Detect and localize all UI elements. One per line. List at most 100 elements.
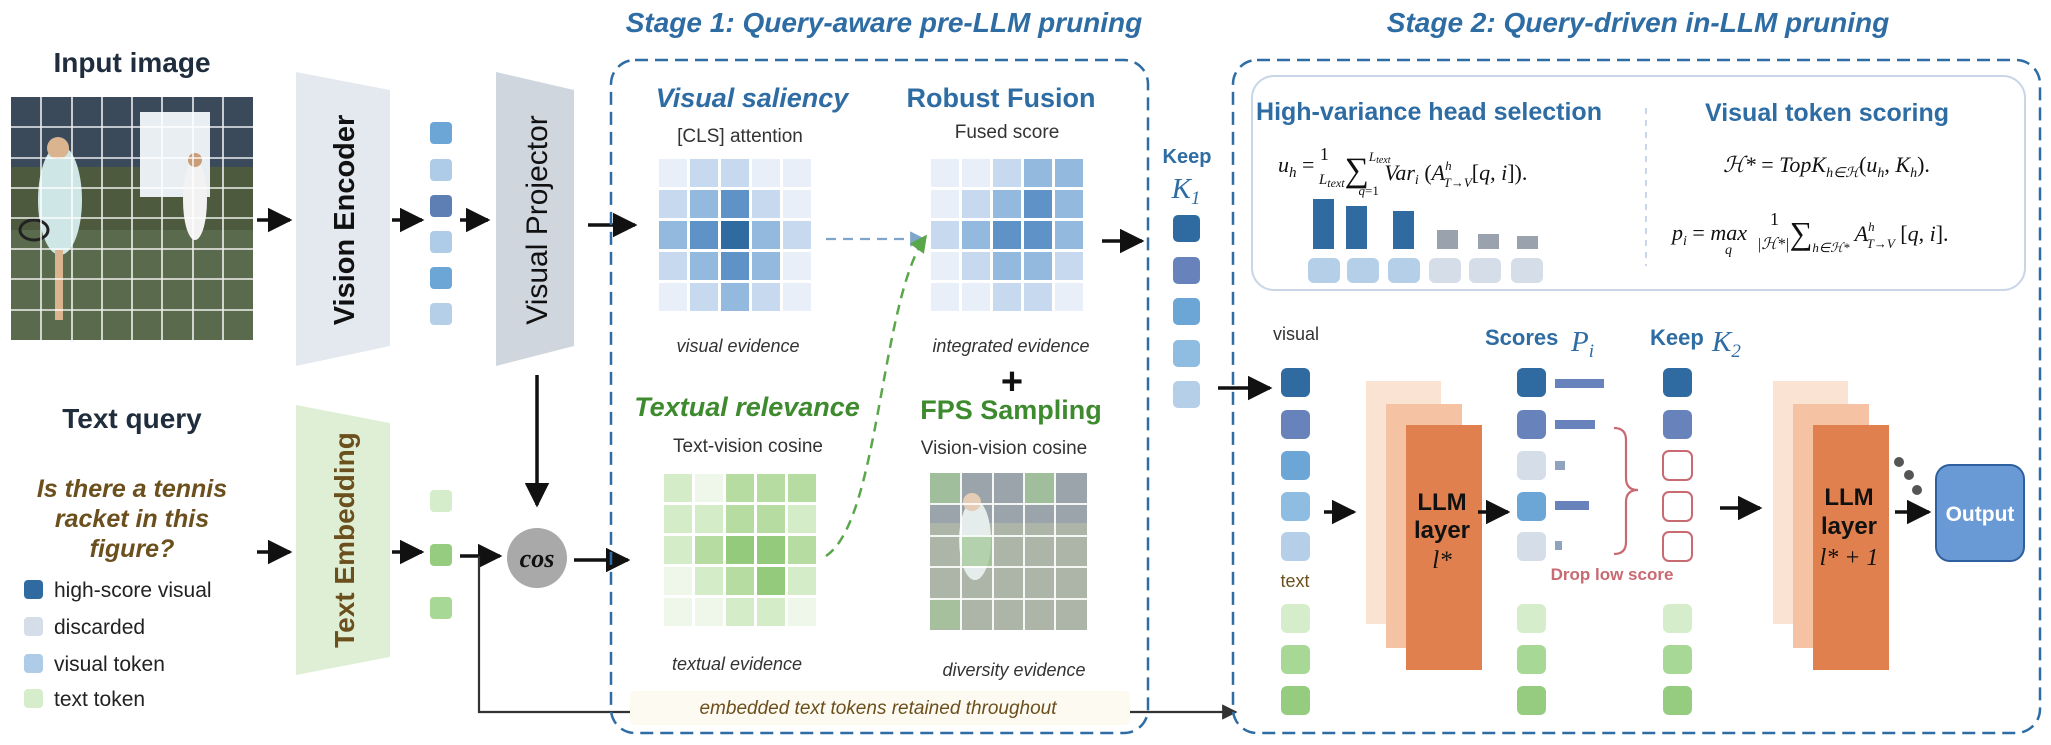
heatmap-cell — [1055, 221, 1083, 249]
heatmap-cell — [695, 505, 723, 533]
heatmap-cell — [690, 190, 718, 218]
visual-label: visual — [1273, 324, 1319, 344]
vision-encoder-block — [296, 72, 390, 366]
heatmap-cell — [788, 598, 816, 626]
keep1-label: Keep — [1163, 146, 1212, 168]
heatmap-cell — [962, 221, 990, 249]
legend: high-score visual discarded visual token… — [24, 579, 212, 711]
stage2-panel — [1231, 58, 2042, 735]
heatmap-cell — [752, 283, 780, 311]
query-line-1: Is there a tennis — [37, 475, 227, 503]
heatmap-cell — [931, 159, 959, 187]
heatmap-cell — [721, 221, 749, 249]
text-embedding-label: Text Embedding — [329, 432, 360, 648]
heatmap-cell — [752, 221, 780, 249]
keep1-sub: 1 — [1191, 188, 1201, 209]
fusion-subtitle: Fused score — [955, 122, 1060, 143]
fps-caption: diversity evidence — [942, 660, 1085, 680]
heatmap-cell — [931, 190, 959, 218]
legend-label-visual-token: visual token — [54, 653, 165, 676]
heatmap-cell — [993, 190, 1021, 218]
fps-image-grid — [930, 473, 1087, 630]
fusion-title: Robust Fusion — [907, 83, 1096, 113]
heatmap-cell — [1024, 221, 1052, 249]
relevance-heatmap — [664, 474, 816, 626]
legend-swatch-visual-token — [24, 654, 43, 673]
heatmap-cell — [726, 567, 754, 595]
heatmap-cell — [788, 567, 816, 595]
visual-projector-block — [496, 72, 574, 366]
heatmap-cell — [962, 159, 990, 187]
fusion-heatmap — [931, 159, 1083, 311]
heatmap-cell — [962, 283, 990, 311]
heatmap-cell — [695, 536, 723, 564]
heatmap-cell — [752, 190, 780, 218]
text-retained-connector — [477, 556, 1238, 720]
heatmap-cell — [1055, 159, 1083, 187]
heatmap-cell — [659, 252, 687, 280]
heatmap-cell — [1055, 283, 1083, 311]
text-query-title: Text query — [62, 403, 202, 434]
fusion-caption: integrated evidence — [932, 336, 1089, 356]
text-label: text — [1280, 571, 1309, 591]
relevance-subtitle: Text-vision cosine — [673, 436, 823, 457]
relevance-caption: textual evidence — [672, 654, 802, 674]
query-line-2: racket in this — [55, 505, 209, 533]
heatmap-cell — [721, 159, 749, 187]
fps-subtitle: Vision-vision cosine — [921, 438, 1088, 459]
output-box — [1935, 464, 2025, 562]
input-image — [11, 97, 253, 340]
llm-layer-block-next — [1773, 381, 1889, 670]
encoded-visual-tokens — [430, 122, 452, 325]
retained-note: embedded text tokens retained throughout — [699, 698, 1057, 719]
heatmap-cell — [931, 252, 959, 280]
heatmap-cell — [726, 474, 754, 502]
score-bars — [1555, 379, 1604, 550]
heatmap-cell — [690, 252, 718, 280]
llm-var-2: l* + 1 — [1820, 545, 1879, 571]
cos-label: cos — [520, 544, 555, 573]
scored-text-tokens — [1517, 604, 1546, 715]
stage1-panel — [609, 58, 1150, 735]
keep2-var: K — [1711, 326, 1733, 358]
heatmap-cell — [664, 474, 692, 502]
heatmap-cell — [788, 474, 816, 502]
heatmap-cell — [962, 190, 990, 218]
heatmap-cell — [931, 283, 959, 311]
heatmap-cell — [1024, 283, 1052, 311]
input-image-title: Input image — [53, 47, 210, 78]
kept-tokens — [1662, 368, 1693, 715]
legend-swatch-text-token — [24, 689, 43, 708]
legend-label-discarded: discarded — [54, 616, 145, 639]
llm-layer-block — [1366, 381, 1482, 670]
heatmap-cell — [783, 159, 811, 187]
text-embedding-block — [296, 405, 390, 675]
head-topk-formula: ℋ* = TopKh∈ℋ(uh, Kh). — [1723, 152, 1930, 181]
heatmap-cell — [721, 252, 749, 280]
heatmap-cell — [788, 505, 816, 533]
heatmap-cell — [752, 159, 780, 187]
heatmap-cell — [664, 505, 692, 533]
llm-var-1: l* — [1432, 547, 1452, 574]
heatmap-cell — [695, 567, 723, 595]
heatmap-cell — [931, 221, 959, 249]
stage1-title: Stage 1: Query-aware pre-LLM pruning — [626, 7, 1143, 38]
scored-tokens — [1517, 368, 1546, 561]
svg-text:K2: K2 — [1711, 326, 1741, 362]
legend-swatch-high-score — [24, 580, 43, 599]
heatmap-cell — [993, 283, 1021, 311]
heatmap-cell — [690, 159, 718, 187]
heatmap-cell — [1024, 159, 1052, 187]
relevance-title: Textual relevance — [634, 392, 860, 422]
heatmap-cell — [1055, 190, 1083, 218]
legend-swatch-discarded — [24, 617, 43, 636]
heatmap-cell — [664, 567, 692, 595]
text-input-tokens — [1281, 604, 1310, 715]
heatmap-cell — [757, 598, 785, 626]
heatmap-cell — [1024, 252, 1052, 280]
heatmap-cell — [757, 505, 785, 533]
heatmap-cell — [726, 598, 754, 626]
saliency-title: Visual saliency — [656, 83, 851, 113]
